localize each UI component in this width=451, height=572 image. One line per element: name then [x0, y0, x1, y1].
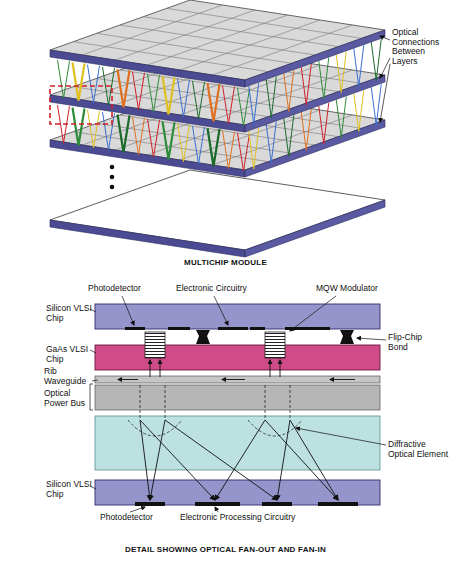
- optical-connection: [88, 65, 100, 103]
- silicon-chip: [95, 480, 380, 505]
- leader-lines: [90, 296, 386, 512]
- optical-connection: [88, 110, 100, 148]
- power-bus: [95, 385, 380, 410]
- part-label: MQW Modulator: [316, 284, 406, 294]
- grid-line: [167, 8, 362, 38]
- bottom-plate: [50, 170, 385, 257]
- gaas-chip: [95, 345, 380, 370]
- optical-connection: [163, 76, 175, 114]
- figure-title: MULTICHIP MODULE: [0, 259, 451, 268]
- optical-connection: [266, 122, 276, 163]
- optical-connection: [223, 131, 235, 169]
- optical-connection: [148, 119, 160, 157]
- optical-connection: [284, 115, 294, 156]
- figure-caption: DETAIL SHOWING OPTICAL FAN-OUT AND FAN-I…: [0, 546, 451, 555]
- optical-connection: [336, 97, 346, 138]
- optical-connection: [178, 124, 190, 162]
- optical-connection: [301, 64, 311, 105]
- optical-connection: [238, 88, 250, 126]
- grid-line: [120, 25, 315, 55]
- part-label: Electronic Processing Circuitry: [180, 513, 320, 523]
- cross-section: [90, 296, 386, 512]
- optical-connection: [354, 90, 364, 131]
- optical-connection: [118, 114, 130, 152]
- optical-connection: [371, 39, 381, 80]
- part-label: Photodetector: [88, 284, 168, 294]
- diffractive-element: [95, 416, 380, 470]
- highlight-box: [50, 86, 112, 124]
- layer-label: GaAs VLSI Chip: [46, 345, 92, 364]
- part-label: Diffractive Optical Element: [388, 440, 448, 459]
- optical-connection: [73, 62, 85, 100]
- optical-connection: [133, 72, 145, 110]
- chip-layer: [50, 0, 385, 87]
- optical-connection: [336, 52, 346, 93]
- optical-connection: [118, 69, 130, 107]
- flip-chip-bond: [196, 330, 354, 344]
- layer-face: [50, 0, 385, 80]
- layer-edge: [245, 30, 385, 87]
- optical-connection: [371, 84, 381, 125]
- waveguide-arrows: [118, 360, 355, 380]
- optical-connection: [319, 58, 329, 99]
- optical-connection: [301, 109, 311, 150]
- ellipsis-dots: [110, 165, 115, 190]
- optical-connection: [223, 86, 235, 124]
- optical-connection: [319, 103, 329, 144]
- layer-label: Silicon VLSI Chip: [46, 304, 92, 323]
- callout-label: Optical Connections Between Layers: [392, 28, 448, 66]
- optical-connection: [193, 81, 205, 119]
- optical-connection: [208, 83, 220, 121]
- layer-label: Rib Waveguide: [44, 367, 92, 386]
- silicon-chip: [95, 304, 380, 329]
- part-label: Flip-Chip Bond: [388, 333, 444, 352]
- optical-connection: [208, 128, 220, 166]
- optical-connection: [163, 121, 175, 159]
- mqw-modulator: [145, 332, 285, 358]
- fan-out-rays: [140, 420, 338, 500]
- optical-connection: [133, 117, 145, 155]
- optical-connection: [249, 83, 259, 124]
- optical-connection: [58, 60, 70, 98]
- optical-connection: [148, 74, 160, 112]
- layer-label: Optical Power Bus: [44, 389, 89, 408]
- chip-layers: [50, 0, 385, 177]
- part-label: Photodetector: [100, 513, 180, 523]
- optical-connection: [354, 45, 364, 86]
- optical-connection: [103, 112, 115, 150]
- leader-lines: [380, 36, 390, 122]
- optical-connection: [178, 79, 190, 117]
- layer-edge: [50, 50, 245, 87]
- rib-waveguide: [95, 376, 380, 383]
- grid-line: [143, 17, 338, 47]
- optical-connection: [73, 107, 85, 145]
- optical-connection: [193, 126, 205, 164]
- layer-label: Silicon VLSI Chip: [46, 480, 92, 499]
- optical-connection: [238, 133, 250, 171]
- optical-connection: [249, 128, 259, 169]
- layer-edge: [245, 120, 385, 177]
- part-label: Electronic Circuitry: [176, 284, 276, 294]
- optical-connection: [266, 77, 276, 118]
- grating-outline: [128, 385, 302, 436]
- optical-connection: [284, 70, 294, 111]
- layer-edge: [245, 75, 385, 132]
- pads: [125, 327, 358, 506]
